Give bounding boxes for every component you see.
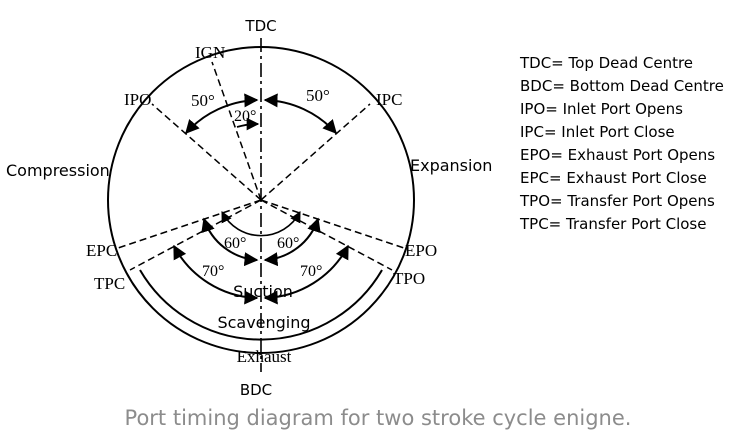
arc-exhaust	[139, 269, 383, 341]
arc-ipo-50	[185, 93, 259, 135]
ign-label: IGN	[195, 43, 225, 62]
legend-item: IPO= Inlet Port Opens	[520, 100, 683, 118]
ign-line	[211, 61, 262, 201]
arc-tpc-70	[173, 244, 259, 305]
angle-ipc: 50°	[306, 86, 330, 105]
tpc-label: TPC	[94, 274, 125, 293]
arc-ipc-50	[263, 93, 337, 135]
arc-tpo-70	[263, 244, 349, 305]
tpo-label: TPO	[393, 269, 425, 288]
angle-ign: 20°	[234, 108, 256, 125]
scavenging-label: Scavenging	[217, 313, 310, 332]
legend-item: IPC= Inlet Port Close	[520, 123, 675, 141]
ipo-label: IPO	[124, 90, 151, 109]
ipc-line	[260, 103, 371, 201]
figure-caption: Port timing diagram for two stroke cycle…	[124, 406, 632, 430]
ipc-label: IPC	[376, 90, 402, 109]
arc-ign-20	[236, 117, 260, 131]
arc-scavenging	[221, 211, 301, 237]
compression-label: Compression	[6, 161, 110, 180]
ipo-line	[151, 103, 262, 201]
epo-label: EPO	[405, 241, 437, 260]
epc-line	[117, 199, 262, 249]
suction-label: Suction	[233, 282, 293, 301]
legend-item: BDC= Bottom Dead Centre	[520, 77, 724, 95]
legend-item: EPO= Exhaust Port Opens	[520, 146, 716, 164]
tdc-label: TDC	[244, 17, 276, 35]
abbreviation-legend: TDC= Top Dead Centre BDC= Bottom Dead Ce…	[520, 52, 724, 236]
legend-item: TPO= Transfer Port Opens	[520, 192, 715, 210]
legend-item: TPC= Transfer Port Close	[520, 215, 707, 233]
angle-epc: 60°	[224, 235, 246, 252]
epc-label: EPC	[86, 241, 117, 260]
bdc-label: BDC	[240, 381, 272, 399]
expansion-label: Expansion	[410, 156, 492, 175]
angle-tpo: 70°	[300, 263, 322, 280]
legend-item: EPC= Exhaust Port Close	[520, 169, 707, 187]
epo-line	[260, 199, 405, 249]
legend-item: TDC= Top Dead Centre	[520, 54, 694, 72]
angle-tpc: 70°	[202, 263, 224, 280]
exhaust-label: Exhaust	[237, 347, 292, 366]
angle-epo: 60°	[277, 235, 299, 252]
angle-ipo: 50°	[191, 91, 215, 110]
